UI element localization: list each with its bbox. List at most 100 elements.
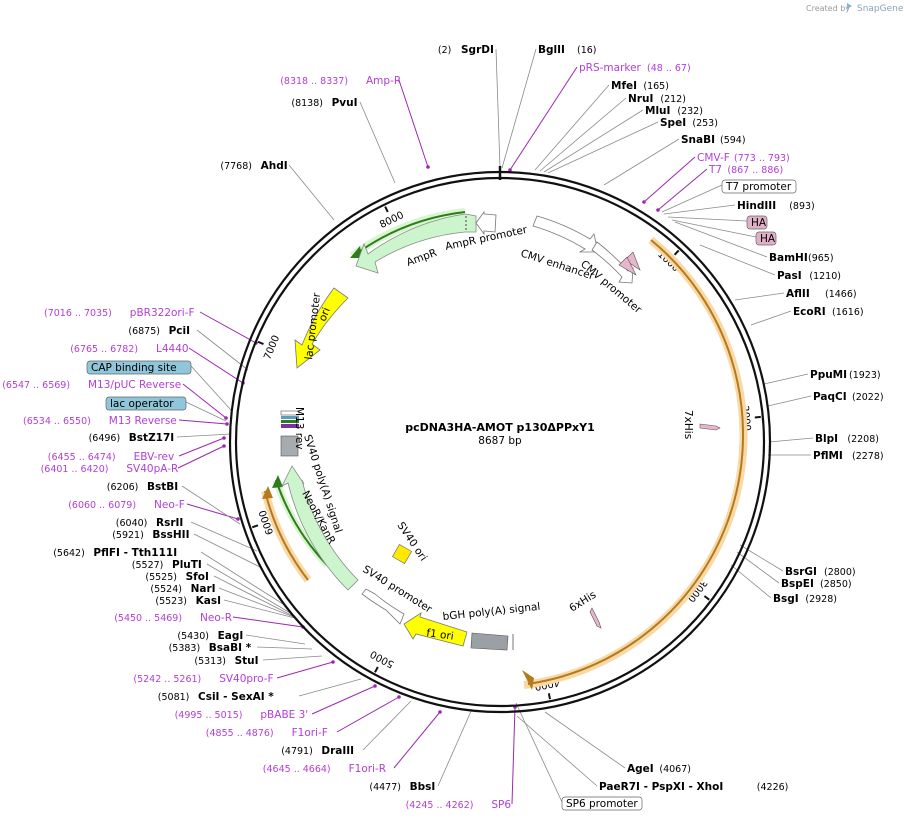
label-t7prom-text: T7 promoter bbox=[725, 181, 792, 193]
label-sfoi-position: (5525) bbox=[145, 572, 177, 583]
label-bstz17i[interactable]: (6496)BstZ17I bbox=[89, 432, 175, 444]
label-bamhi[interactable]: (965)BamHI bbox=[769, 252, 834, 264]
label-m13puc[interactable]: (6547 .. 6569)M13/pUC Reverse bbox=[2, 379, 181, 391]
label-t7prom[interactable]: T7 promoter bbox=[721, 179, 797, 194]
label-mlui[interactable]: (232)MluI bbox=[645, 105, 703, 117]
label-pcii[interactable]: (6875)PciI bbox=[128, 325, 190, 337]
label-agei[interactable]: (4067)AgeI bbox=[627, 763, 691, 775]
label-bsgi[interactable]: (2928)BsgI bbox=[773, 593, 837, 605]
label-spei[interactable]: (253)SpeI bbox=[660, 117, 718, 129]
label-ecori[interactable]: (1616)EcoRI bbox=[793, 306, 864, 318]
label-neof[interactable]: (6060 .. 6079)Neo-F bbox=[68, 499, 185, 511]
label-nari-name: NarI bbox=[191, 583, 216, 595]
leader-ha1 bbox=[667, 216, 748, 222]
label-ppumi[interactable]: (1923)PpuMI bbox=[810, 369, 881, 381]
label-pbabe3[interactable]: (4995 .. 5015)pBABE 3' bbox=[175, 709, 309, 721]
leader-stui bbox=[262, 655, 323, 661]
leader-ampr bbox=[398, 79, 429, 168]
label-paer7i[interactable]: (4226)PaeR7I - PspXI - XhoI bbox=[599, 781, 788, 793]
label-bsshii-name: BssHII bbox=[152, 529, 189, 541]
label-hindiii[interactable]: (893)HindIII bbox=[737, 200, 815, 212]
label-bglii[interactable]: (16)BglII bbox=[538, 44, 597, 56]
label-ha2[interactable]: HA bbox=[755, 231, 777, 246]
label-t7[interactable]: (867 .. 886)T7 bbox=[708, 164, 783, 176]
label-prs[interactable]: (48 .. 67)pRS-marker bbox=[579, 62, 691, 74]
bgh-label: bGH poly(A) signal bbox=[442, 601, 541, 623]
label-pflmi[interactable]: (2278)PflMI bbox=[813, 450, 884, 462]
label-neor-position: (5450 .. 5469) bbox=[114, 613, 182, 624]
label-sgrdi[interactable]: (2)SgrDI bbox=[438, 44, 494, 56]
sv40-ori-feature bbox=[392, 544, 412, 564]
label-pvui[interactable]: (8138)PvuI bbox=[291, 97, 357, 109]
label-pflfi[interactable]: (5642)PflFI - Tth111I bbox=[53, 547, 177, 559]
label-csii[interactable]: (5081)CsiI - SexAI * bbox=[158, 691, 274, 703]
label-t7prom-box bbox=[721, 179, 797, 194]
leader-sgrdi bbox=[495, 48, 501, 169]
label-paqci[interactable]: (2022)PaqCI bbox=[813, 391, 884, 403]
label-plutI[interactable]: (5527)PluTI bbox=[132, 559, 202, 571]
leader-mlui bbox=[543, 109, 644, 173]
label-sp6[interactable]: (4245 .. 4262)SP6 bbox=[406, 799, 512, 811]
label-pvui-position: (8138) bbox=[291, 98, 323, 109]
7xhis-tag bbox=[699, 423, 721, 431]
label-lacop[interactable]: lac operator bbox=[105, 396, 187, 411]
label-stui[interactable]: (5313)StuI bbox=[194, 655, 258, 667]
label-cmvf[interactable]: (773 .. 793)CMV-F bbox=[697, 152, 790, 164]
label-ha1[interactable]: HA bbox=[746, 215, 768, 230]
leader-pbr322 bbox=[199, 311, 257, 344]
label-sv40prof[interactable]: (5242 .. 5261)SV40pro-F bbox=[133, 673, 273, 685]
label-m13rev[interactable]: (6534 .. 6550)M13 Reverse bbox=[23, 415, 177, 427]
label-prs-position: (48 .. 67) bbox=[647, 63, 691, 74]
label-bbsi[interactable]: (4477) BbsI bbox=[369, 781, 435, 793]
label-bspei[interactable]: (2850)BspEI bbox=[781, 578, 852, 590]
leader-sv40prof bbox=[276, 661, 334, 679]
leader-rsrii bbox=[190, 521, 258, 552]
label-sv40par[interactable]: (6401 .. 6420)SV40pA-R bbox=[41, 463, 179, 475]
label-ahdi[interactable]: (7768)AhdI bbox=[220, 160, 287, 172]
label-aflii[interactable]: (1466)AflII bbox=[786, 288, 857, 300]
label-rsrii[interactable]: (6040)RsrII bbox=[116, 517, 184, 529]
label-f1orif[interactable]: (4855 .. 4876)F1ori-F bbox=[206, 727, 328, 739]
backbone-tick bbox=[673, 249, 680, 256]
label-pbr322[interactable]: (7016 .. 7035)pBR322ori-F bbox=[44, 307, 195, 319]
label-bstbi-name: BstBI bbox=[147, 481, 178, 493]
label-bsabi[interactable]: (5383)BsaBI * bbox=[169, 642, 252, 654]
label-paer7i-position: (4226) bbox=[757, 782, 789, 793]
leader-lacop bbox=[185, 401, 227, 422]
label-ampr[interactable]: (8318 .. 8337)Amp-R bbox=[280, 75, 401, 87]
label-nrui-position: (212) bbox=[660, 94, 686, 105]
label-blpi[interactable]: (2208)BlpI bbox=[815, 433, 879, 445]
label-bbsi-position: (4477) bbox=[369, 782, 401, 793]
label-bsrgi-name: BsrGI bbox=[785, 566, 817, 578]
label-sfoi[interactable]: (5525)SfoI bbox=[145, 571, 208, 583]
label-bstbi-position: (6206) bbox=[107, 482, 139, 493]
label-bstbi[interactable]: (6206) BstBI bbox=[107, 481, 178, 493]
label-pasi[interactable]: (1210)PasI bbox=[777, 270, 841, 282]
label-bbsi-name: BbsI bbox=[410, 781, 436, 793]
label-l4440[interactable]: (6765 .. 6782)L4440 bbox=[70, 343, 188, 355]
label-nari[interactable]: (5524)NarI bbox=[150, 583, 215, 595]
label-sp6prom[interactable]: SP6 promoter bbox=[561, 796, 643, 811]
label-f1orir[interactable]: (4645 .. 4664)F1ori-R bbox=[263, 763, 386, 775]
label-bsrgi[interactable]: (2800)BsrGI bbox=[785, 566, 856, 578]
ori-label: ori bbox=[317, 306, 333, 323]
label-mfei[interactable]: (165)MfeI bbox=[611, 80, 669, 92]
label-ebvrev[interactable]: (6455 .. 6474)EBV-rev bbox=[48, 451, 174, 463]
label-kasi[interactable]: (5523)KasI bbox=[155, 595, 221, 607]
label-snabi[interactable]: (594)SnaBI bbox=[681, 134, 746, 146]
label-bsshii[interactable]: (5921)BssHII bbox=[112, 529, 189, 541]
label-sgrdi-name: SgrDI bbox=[461, 44, 494, 56]
label-draiii-position: (4791) bbox=[281, 746, 313, 757]
leader-f1orir bbox=[393, 711, 441, 769]
ori-feature bbox=[294, 287, 349, 369]
label-draiii[interactable]: (4791)DraIII bbox=[281, 745, 354, 757]
left-orange-region bbox=[264, 490, 309, 581]
label-capbs[interactable]: CAP binding site bbox=[86, 360, 192, 375]
label-nrui[interactable]: (212)NruI bbox=[628, 93, 686, 105]
primer-site-ampr bbox=[426, 165, 430, 169]
snapgene-logo-icon bbox=[847, 3, 852, 9]
label-lacop-box bbox=[105, 396, 187, 411]
label-eagi[interactable]: (5430)EagI bbox=[177, 630, 243, 642]
label-neor[interactable]: (5450 .. 5469)Neo-R bbox=[114, 612, 232, 624]
